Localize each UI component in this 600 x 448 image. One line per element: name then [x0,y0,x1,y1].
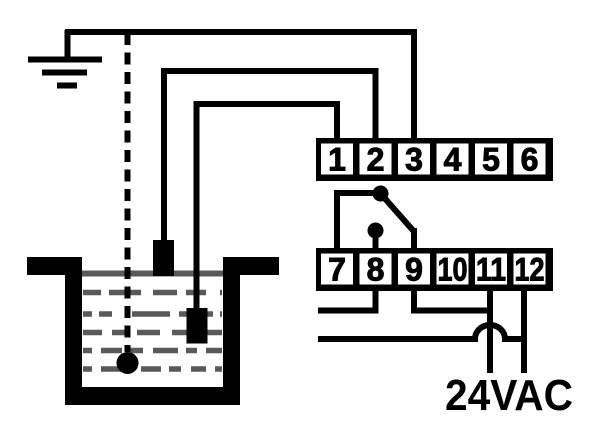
tank-wall-right [223,257,240,405]
terminal-label-11: 11 [476,252,506,288]
terminal-cell-9 [398,253,430,285]
terminal-cell-5 [475,143,507,175]
terminal-label-8: 8 [367,252,385,288]
terminal-label-10: 10 [438,252,468,288]
terminal-cell-7 [321,253,353,285]
relay-armature [378,191,417,234]
high-level-electrode [153,240,174,276]
terminal-label-6: 6 [521,142,539,178]
terminal-label-2: 2 [367,142,385,178]
terminal-label-12: 12 [515,252,545,288]
terminal-cell-2 [359,143,392,175]
wire-high-electrode-to-terminal-2 [161,68,379,241]
terminal-cell-11 [475,253,507,285]
reference-probe-ball [116,352,139,374]
terminal-label-1: 1 [328,142,346,178]
terminal-cell-6 [513,143,546,175]
wire-terminal-8-output [318,291,379,314]
wire-lower-run-with-hop [318,322,527,342]
electrodes [116,240,208,374]
power-wiring [318,291,527,373]
terminal-block-bottom: 7 8 9 10 11 12 [316,248,553,291]
relay-open-contact-dot [367,222,384,239]
terminal-label-5: 5 [482,142,500,178]
relay-pivot-dot [372,185,389,202]
tank [27,257,279,405]
tank-wall-left [65,257,82,405]
relay-wire-from-terminal-7 [334,190,380,253]
terminal-label-3: 3 [405,142,423,178]
low-level-electrode [186,308,208,344]
wire-low-electrode-to-terminal-1 [193,101,340,309]
sensor-wiring [65,29,417,352]
earth-ground-icon [28,30,102,89]
terminal-block-top: 1 2 3 4 5 6 [316,138,553,181]
power-source-label: 24VAC [445,371,573,420]
terminal-cell-8 [359,253,392,285]
terminal-label-7: 7 [328,252,346,288]
terminal-cell-3 [398,143,430,175]
terminal-label-4: 4 [444,142,462,178]
terminal-cell-1 [321,143,353,175]
terminal-cell-10 [436,253,469,285]
relay-contact-icon [334,185,417,253]
wire-terminal-9-to-11 [411,291,490,314]
tank-bottom [65,387,240,405]
terminal-label-9: 9 [405,252,423,288]
terminal-cell-12 [513,253,546,285]
terminal-cell-4 [436,143,469,175]
wire-ground-to-terminal-3 [65,29,417,143]
